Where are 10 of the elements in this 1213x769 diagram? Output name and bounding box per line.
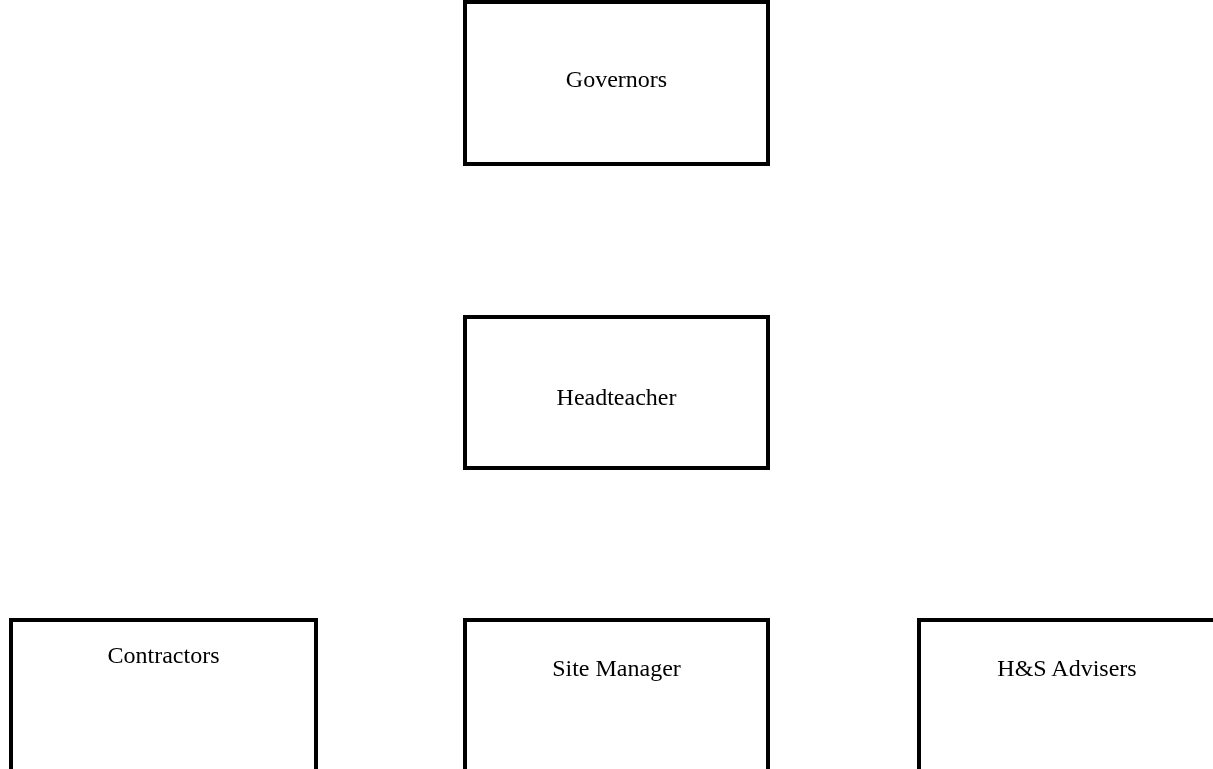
box-label: Site Manager — [552, 655, 681, 682]
org-box — [917, 618, 1213, 769]
org-box — [463, 315, 770, 470]
box-label: Headteacher — [556, 384, 677, 411]
org-box — [463, 0, 770, 166]
org-box — [463, 618, 770, 769]
org-box — [9, 618, 318, 769]
box-label: Governors — [565, 66, 668, 93]
box-label: H&S Advisers — [997, 655, 1137, 682]
box-label: Contractors — [107, 642, 220, 669]
